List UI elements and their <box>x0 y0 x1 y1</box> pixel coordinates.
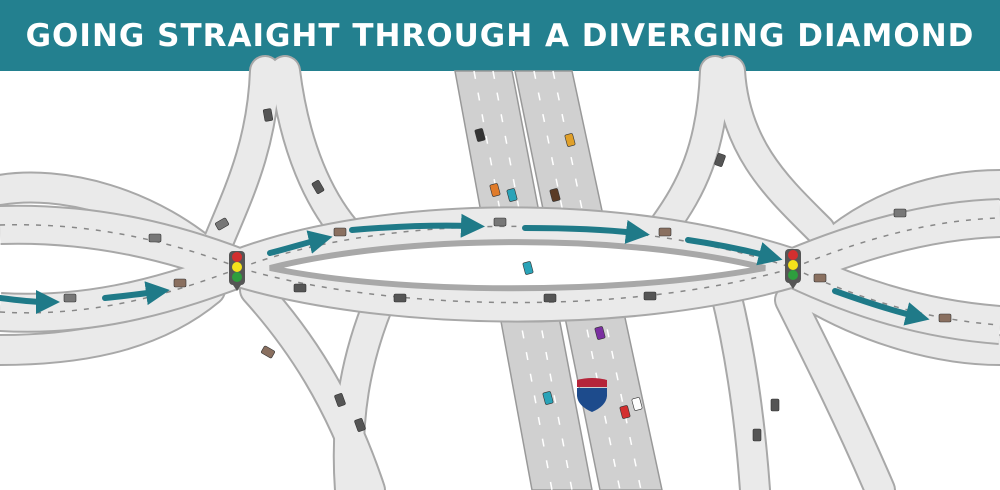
car-icon <box>506 188 518 202</box>
car-icon <box>714 153 726 167</box>
car-icon <box>543 293 557 303</box>
car-icon <box>893 208 907 218</box>
ramps <box>0 55 1000 490</box>
car-icon <box>752 428 762 442</box>
car-icon <box>262 108 274 122</box>
car-icon <box>564 133 576 147</box>
car-icon <box>658 227 672 237</box>
title-banner: GOING STRAIGHT THROUGH A DIVERGING DIAMO… <box>0 0 1000 71</box>
direction-arrow-icon <box>0 289 60 314</box>
car-icon <box>549 188 561 202</box>
car-icon <box>770 398 780 412</box>
car-icon <box>619 405 631 419</box>
direction-arrow-icon <box>349 213 485 238</box>
direction-arrow-icon <box>522 220 650 244</box>
page-title: GOING STRAIGHT THROUGH A DIVERGING DIAMO… <box>25 17 975 54</box>
route-arrows <box>0 213 930 326</box>
traffic-light-icon <box>785 249 801 289</box>
car-icon <box>148 233 162 243</box>
car-icon <box>643 291 657 301</box>
car-icon <box>63 293 77 303</box>
interstate-shield-icon <box>577 378 607 412</box>
cars <box>63 108 952 442</box>
car-icon <box>631 397 643 411</box>
car-icon <box>522 261 534 275</box>
car-icon <box>474 128 486 142</box>
car-icon <box>489 183 501 197</box>
car-icon <box>938 313 952 323</box>
direction-arrow-icon <box>102 281 170 306</box>
car-icon <box>393 293 407 303</box>
car-icon <box>261 345 275 359</box>
car-icon <box>333 227 347 237</box>
car-icon <box>542 391 554 405</box>
direction-arrow-icon <box>685 237 783 266</box>
car-icon <box>334 393 346 407</box>
direction-arrow-icon <box>832 288 930 326</box>
car-icon <box>493 217 507 227</box>
car-icon <box>293 283 307 293</box>
car-icon <box>215 217 229 231</box>
traffic-light-icon <box>229 251 245 291</box>
car-icon <box>354 418 366 432</box>
car-icon <box>594 326 606 340</box>
car-icon <box>813 273 827 283</box>
car-icon <box>173 278 187 288</box>
car-icon <box>311 180 325 194</box>
direction-arrow-icon <box>267 230 333 256</box>
